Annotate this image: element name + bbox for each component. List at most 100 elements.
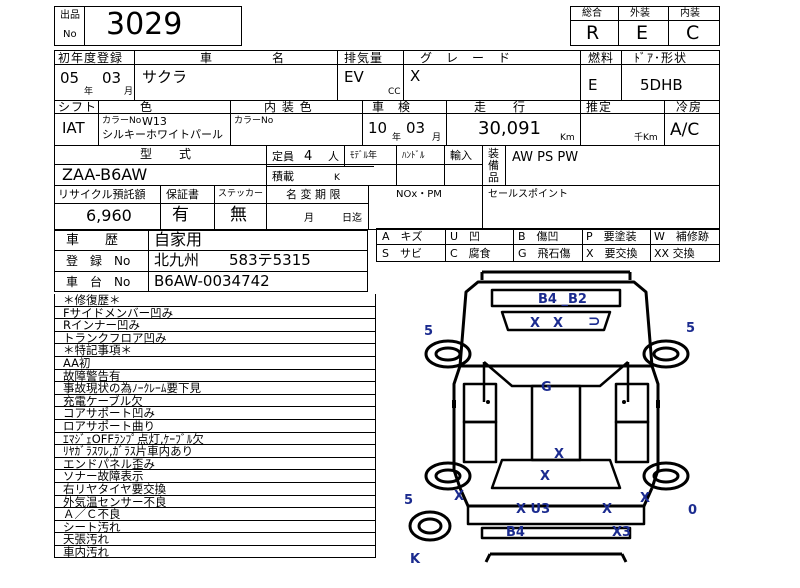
legend-xx: XX 交換 <box>654 247 695 260</box>
note-item: ＊修復歴＊ <box>55 294 375 307</box>
note-item: ソナー故障表示 <box>55 470 375 483</box>
mark-spare: K <box>410 552 421 567</box>
legend-a: A キズ <box>382 230 423 243</box>
note-item: 右リヤタイヤ要交換 <box>55 483 375 496</box>
reg-change-month: 月 <box>304 213 314 224</box>
mark-rear-bumper-2: X3 <box>612 525 632 540</box>
note-item: 充電ケーブル欠 <box>55 395 375 408</box>
history-box <box>54 230 368 292</box>
mark-rear-right-x: X <box>640 491 651 506</box>
legend-s: S サビ <box>382 247 422 260</box>
note-item: AA初 <box>55 357 375 370</box>
legend-w: W 補修跡 <box>654 230 709 243</box>
lot-number: 3029 <box>106 7 183 42</box>
color-name: シルキーホワイトパール <box>102 128 223 141</box>
sticker-label: ステッカー <box>218 189 264 199</box>
mark-front-left-tire: 5 <box>424 324 434 339</box>
mileage-value: 30,091 <box>478 118 541 139</box>
handle-label: ﾊﾝﾄﾞﾙ <box>402 151 425 161</box>
inspection-year: 10 <box>368 119 388 137</box>
displacement-value: EV <box>344 68 364 86</box>
legend-b: B 傷凹 <box>518 230 559 243</box>
mark-rear-panel-x: X <box>602 502 613 517</box>
note-item: ロアサポート曲り <box>55 420 375 433</box>
note-item: 車内汚れ <box>55 546 375 559</box>
capacity-label: 定員 <box>272 150 294 163</box>
note-item: 事故現状の為ﾉｰｸﾚｰﾑ要下見 <box>55 382 375 395</box>
lot-label-top: 出品 <box>60 10 80 21</box>
overall-grade-label: 総合 <box>582 8 602 19</box>
info-grid <box>54 50 720 230</box>
model-label: 型 式 <box>140 147 193 161</box>
note-item: ＊特記事項＊ <box>55 344 375 357</box>
grade-value: X <box>410 67 421 85</box>
inspection-month: 03 <box>406 119 426 137</box>
mark-roof: G <box>541 380 552 395</box>
note-item: 外気温センサー不良 <box>55 495 375 509</box>
car-name-label-1: 車 <box>200 51 214 65</box>
car-name: サクラ <box>142 68 188 86</box>
mark-rear-bumper-1: B4 <box>506 525 525 540</box>
note-item: コアサポート凹み <box>55 407 375 420</box>
sales-point-label: セールスポイント <box>488 189 568 200</box>
note-item: エンドパネル歪み <box>55 458 375 471</box>
note-item: トランクフロア凹み <box>55 332 375 345</box>
history-label: 車 歴 <box>66 233 119 248</box>
note-item: ｴﾏｼﾞｪOFFﾗﾝﾌﾟ点灯,ｹｰﾌﾞﾙ欠 <box>55 432 375 446</box>
model-value: ZAA-B6AW <box>62 165 148 184</box>
mark-rear-left-tire: 5 <box>404 493 414 508</box>
ac-value: A/C <box>670 120 700 140</box>
note-item: Fサイドメンバー凹み <box>55 306 375 320</box>
first-reg-label: 初年度登録 <box>58 51 124 65</box>
mark-rear-left-x: X <box>454 489 465 504</box>
inspection-year-unit: 年 <box>392 133 402 143</box>
displacement-label: 排気量 <box>344 51 384 65</box>
legend-g: G 飛石傷 <box>518 247 571 260</box>
mark-hood-dent: ⊃ <box>588 312 601 330</box>
fuel-label: 燃料 <box>588 51 615 65</box>
legend-c: C 腐食 <box>450 247 491 260</box>
color-code: W13 <box>142 115 167 128</box>
exterior-grade: E <box>636 22 649 44</box>
km-unit: Km <box>560 133 575 143</box>
thousand-km-unit: 千Km <box>634 133 658 143</box>
warranty-value: 有 <box>172 205 189 225</box>
model-year-label: ﾓﾃﾞﾙ年 <box>350 151 378 161</box>
recycle-label: リサイクル預託額 <box>58 188 146 201</box>
warranty-label: 保証書 <box>166 188 199 201</box>
legend-box <box>376 228 720 262</box>
equipment-label-1: 装 <box>488 147 499 160</box>
shift-label: シフト <box>58 100 98 114</box>
capacity-unit: 人 <box>328 150 339 163</box>
legend-x: X 要交換 <box>586 247 638 260</box>
grade-label: グ レ ー ド <box>420 51 512 65</box>
chassis-label: 車 台 No <box>66 275 131 289</box>
door-shape-label: ﾄﾞｱ･形状 <box>634 51 688 65</box>
note-item: Rインナー凹み <box>55 319 375 332</box>
car-damage-diagram <box>408 270 690 563</box>
inspection-month-unit: 月 <box>432 133 442 143</box>
mark-rear-panel: X U3 <box>516 502 551 517</box>
mark-rear-right-tire: 0 <box>688 503 698 518</box>
month-unit: 月 <box>124 87 134 97</box>
fuel-value: E <box>588 76 598 94</box>
equipment-value: AW PS PW <box>512 150 579 165</box>
inspection-label: 車 検 <box>372 100 412 114</box>
interior-color-label: 内 装 色 <box>264 100 313 114</box>
shift-value: IAT <box>62 119 85 137</box>
mark-rear-center-2: X <box>540 469 551 484</box>
capacity-value: 4 <box>304 149 313 164</box>
interior-grade-label: 内装 <box>680 8 700 19</box>
load-unit: K <box>334 173 340 183</box>
mileage-label: 走 行 <box>474 100 527 114</box>
year-unit: 年 <box>84 87 94 97</box>
mark-front-bumper: B4 _B2 <box>538 292 587 307</box>
color-code-label: カラーNo <box>102 116 142 126</box>
mark-front-right-tire: 5 <box>686 321 696 336</box>
recycle-value: 6,960 <box>86 206 132 225</box>
reg-change-label: 名 変 期 限 <box>286 188 341 201</box>
estimate-label: 推定 <box>586 100 613 114</box>
car-name-label-2: 名 <box>272 51 286 65</box>
equipment-label-2: 備 <box>488 159 499 172</box>
interior-code-label: カラーNo <box>234 116 274 126</box>
